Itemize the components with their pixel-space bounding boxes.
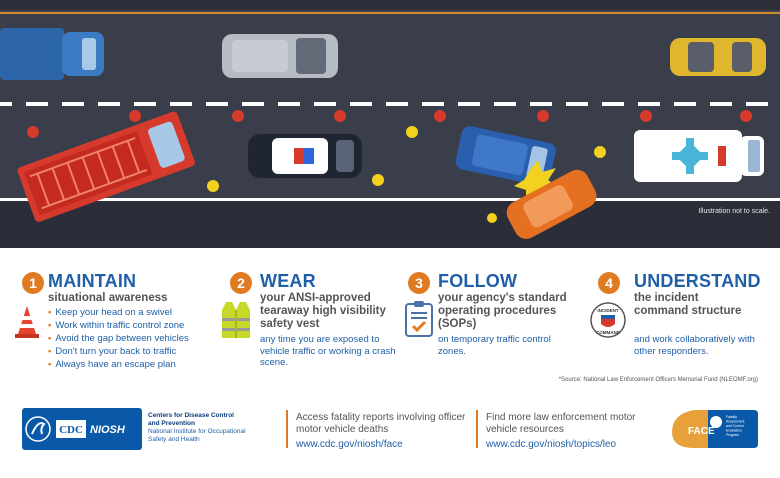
ambulance bbox=[634, 130, 764, 182]
source-citation: *Source: National Law Enforcement Office… bbox=[558, 377, 758, 383]
bullet-item: Always have an escape plan bbox=[48, 358, 189, 371]
step-title: FOLLOW bbox=[438, 271, 518, 291]
cdc-org-line1: Centers for Disease Control bbox=[148, 412, 234, 419]
crash-burst bbox=[514, 160, 560, 204]
step-subtitle: the incident command structure bbox=[634, 292, 742, 317]
face-url-link[interactable]: www.cdc.gov/niosh/face bbox=[296, 439, 403, 450]
step-number: 2 bbox=[230, 272, 252, 294]
step-number: 1 bbox=[22, 272, 44, 294]
not-to-scale-note: Illustration not to scale. bbox=[698, 208, 770, 215]
step-subtitle: your ANSI-approved tearaway high visibil… bbox=[260, 292, 386, 330]
face-logo-text: FACE bbox=[688, 426, 715, 437]
footer-divider bbox=[476, 410, 478, 448]
box-truck bbox=[0, 28, 104, 80]
safety-steps: 1 MAINTAIN situational awareness Keep yo… bbox=[0, 268, 780, 378]
cdc-org-line3: National Institute for Occupational bbox=[148, 428, 246, 435]
police-car bbox=[248, 134, 362, 178]
step-title: UNDERSTAND bbox=[634, 271, 761, 291]
step-subtitle: situational awareness bbox=[48, 292, 168, 304]
step-number: 4 bbox=[598, 272, 620, 294]
cdc-logo-text: CDC bbox=[59, 424, 83, 436]
badge-text-bottom: COMMAND bbox=[596, 330, 621, 335]
responders bbox=[207, 126, 606, 223]
hhs-eagle-icon: CDC NIOSH bbox=[25, 416, 126, 442]
bullet-item: Don't turn your back to traffic bbox=[48, 345, 189, 358]
link2-text: Find more law enforcement motor vehicle … bbox=[486, 412, 636, 435]
yellow-taxi bbox=[670, 38, 766, 76]
step-title: WEAR bbox=[260, 271, 316, 291]
clipboard-check-icon bbox=[405, 301, 433, 337]
face-reports-link-block: Access fatality reports involving office… bbox=[296, 412, 472, 451]
step-subtitle: your agency's standard operating procedu… bbox=[438, 292, 567, 330]
face-program-logo[interactable]: FACE Fatality Assessment and Control Eva… bbox=[668, 406, 760, 450]
bullet-item: Work within traffic control zone bbox=[48, 319, 189, 332]
cdc-niosh-logo[interactable]: CDC NIOSH bbox=[22, 408, 142, 450]
road-flares bbox=[27, 110, 752, 138]
step-title: MAINTAIN bbox=[48, 271, 137, 291]
orange-car bbox=[506, 169, 597, 239]
leo-url-link[interactable]: www.cdc.gov/niosh/topics/leo bbox=[486, 439, 617, 450]
traffic-cone-icon bbox=[15, 306, 39, 338]
cdc-org-line2: and Prevention bbox=[148, 420, 195, 427]
step-detail: any time you are exposed to vehicle traf… bbox=[260, 334, 396, 368]
leo-resources-link-block: Find more law enforcement motor vehicle … bbox=[486, 412, 656, 451]
incident-command-badge-icon: INCIDENT COMMAND bbox=[590, 302, 626, 338]
cdc-org-name: Centers for Disease Control and Preventi… bbox=[148, 412, 258, 444]
bullet-item: Avoid the gap between vehicles bbox=[48, 332, 188, 345]
link1-text: Access fatality reports involving office… bbox=[296, 412, 466, 435]
bullet-item: Keep your head on a swivel bbox=[48, 306, 189, 319]
face-tagline: Fatality Assessment and Control Evaluati… bbox=[726, 415, 745, 437]
step-detail: and work collaboratively with other resp… bbox=[634, 334, 755, 357]
cdc-org-line4: Safety and Health bbox=[148, 436, 200, 443]
footer-divider bbox=[286, 410, 288, 448]
step-detail: on temporary traffic control zones. bbox=[438, 334, 551, 357]
fire-truck bbox=[17, 111, 195, 222]
footer: CDC NIOSH Centers for Disease Control an… bbox=[0, 398, 780, 478]
safety-vest-icon bbox=[222, 302, 250, 338]
maintain-bullets: Keep your head on a swivel Work within t… bbox=[48, 306, 189, 371]
badge-text-top: INCIDENT bbox=[597, 308, 619, 313]
gray-van bbox=[222, 34, 338, 78]
step-number: 3 bbox=[408, 272, 430, 294]
niosh-logo-text: NIOSH bbox=[90, 424, 126, 436]
road-scene-illustration: Illustration not to scale. bbox=[0, 0, 780, 248]
